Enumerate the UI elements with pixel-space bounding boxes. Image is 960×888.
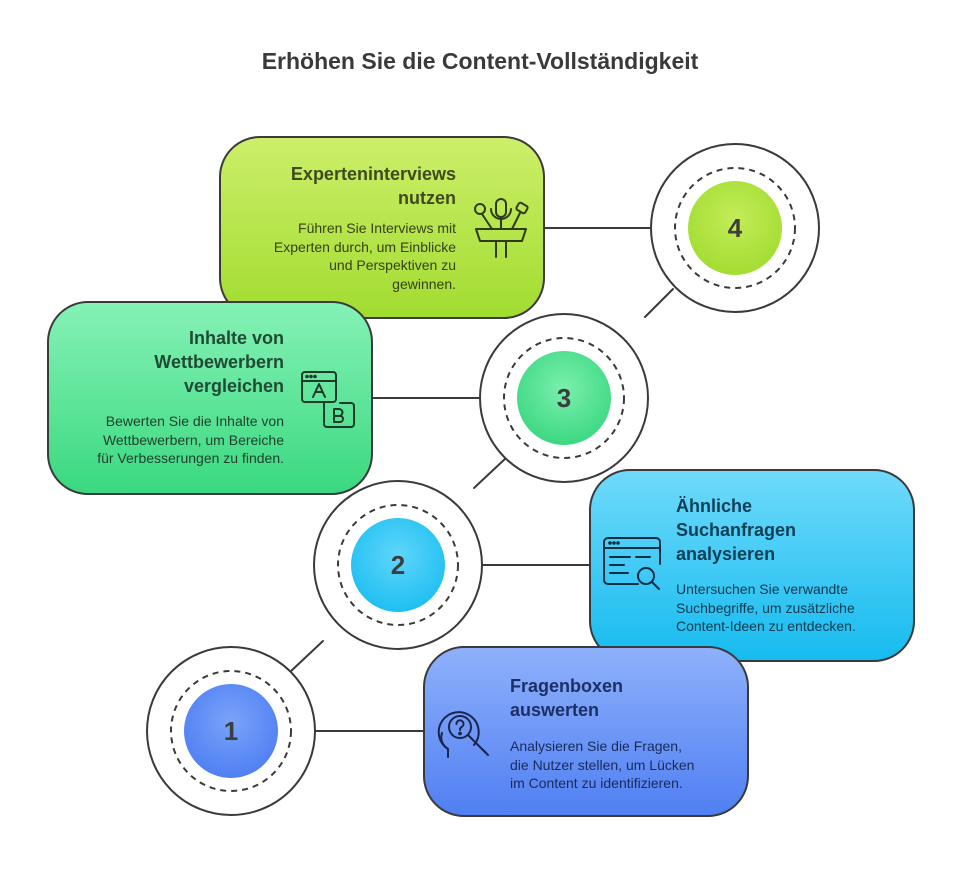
step-number-4: 4	[727, 213, 743, 243]
card-text: Bewerten Sie die Inhalte von Wettbewerbe…	[97, 413, 284, 466]
step-ring-2	[313, 480, 483, 650]
browser-search-icon	[603, 537, 661, 590]
interview-microphones-icon	[474, 198, 529, 258]
card-step-4: Experteninterviews nutzen Führen Sie Int…	[220, 137, 544, 318]
connector-1-2	[289, 640, 324, 673]
card-text: Untersuchen Sie verwandte Suchbegriffe, …	[676, 581, 856, 634]
connector-3-4	[644, 288, 674, 318]
card-text: Analysieren Sie die Fragen, die Nutzer s…	[510, 738, 695, 791]
card-heading: Ähnliche Suchanfragen analysieren	[676, 496, 797, 564]
card-step-1: Fragenboxen auswerten Analysieren Sie di…	[424, 647, 748, 816]
step-number-1: 1	[223, 716, 239, 746]
card-step-3: Inhalte von Wettbewerbern vergleichen Be…	[48, 302, 372, 494]
diagram-title: Erhöhen Sie die Content-Vollständigkeit	[261, 48, 699, 74]
question-head-search-icon	[437, 711, 489, 758]
ab-compare-icon	[301, 371, 355, 428]
step-number-3: 3	[556, 383, 572, 413]
step-ring-3	[479, 313, 649, 483]
step-number-2: 2	[390, 550, 406, 580]
step-ring-4	[650, 143, 820, 313]
card-heading: Experteninterviews nutzen	[290, 164, 456, 208]
card-heading: Fragenboxen auswerten	[510, 676, 624, 720]
card-step-2: Ähnliche Suchanfragen analysieren Unters…	[590, 470, 914, 661]
step-ring-1	[146, 646, 316, 816]
connector-2-3	[473, 457, 507, 489]
card-heading: Inhalte von Wettbewerbern vergleichen	[154, 328, 284, 396]
card-text: Führen Sie Interviews mit Experten durch…	[273, 220, 456, 292]
